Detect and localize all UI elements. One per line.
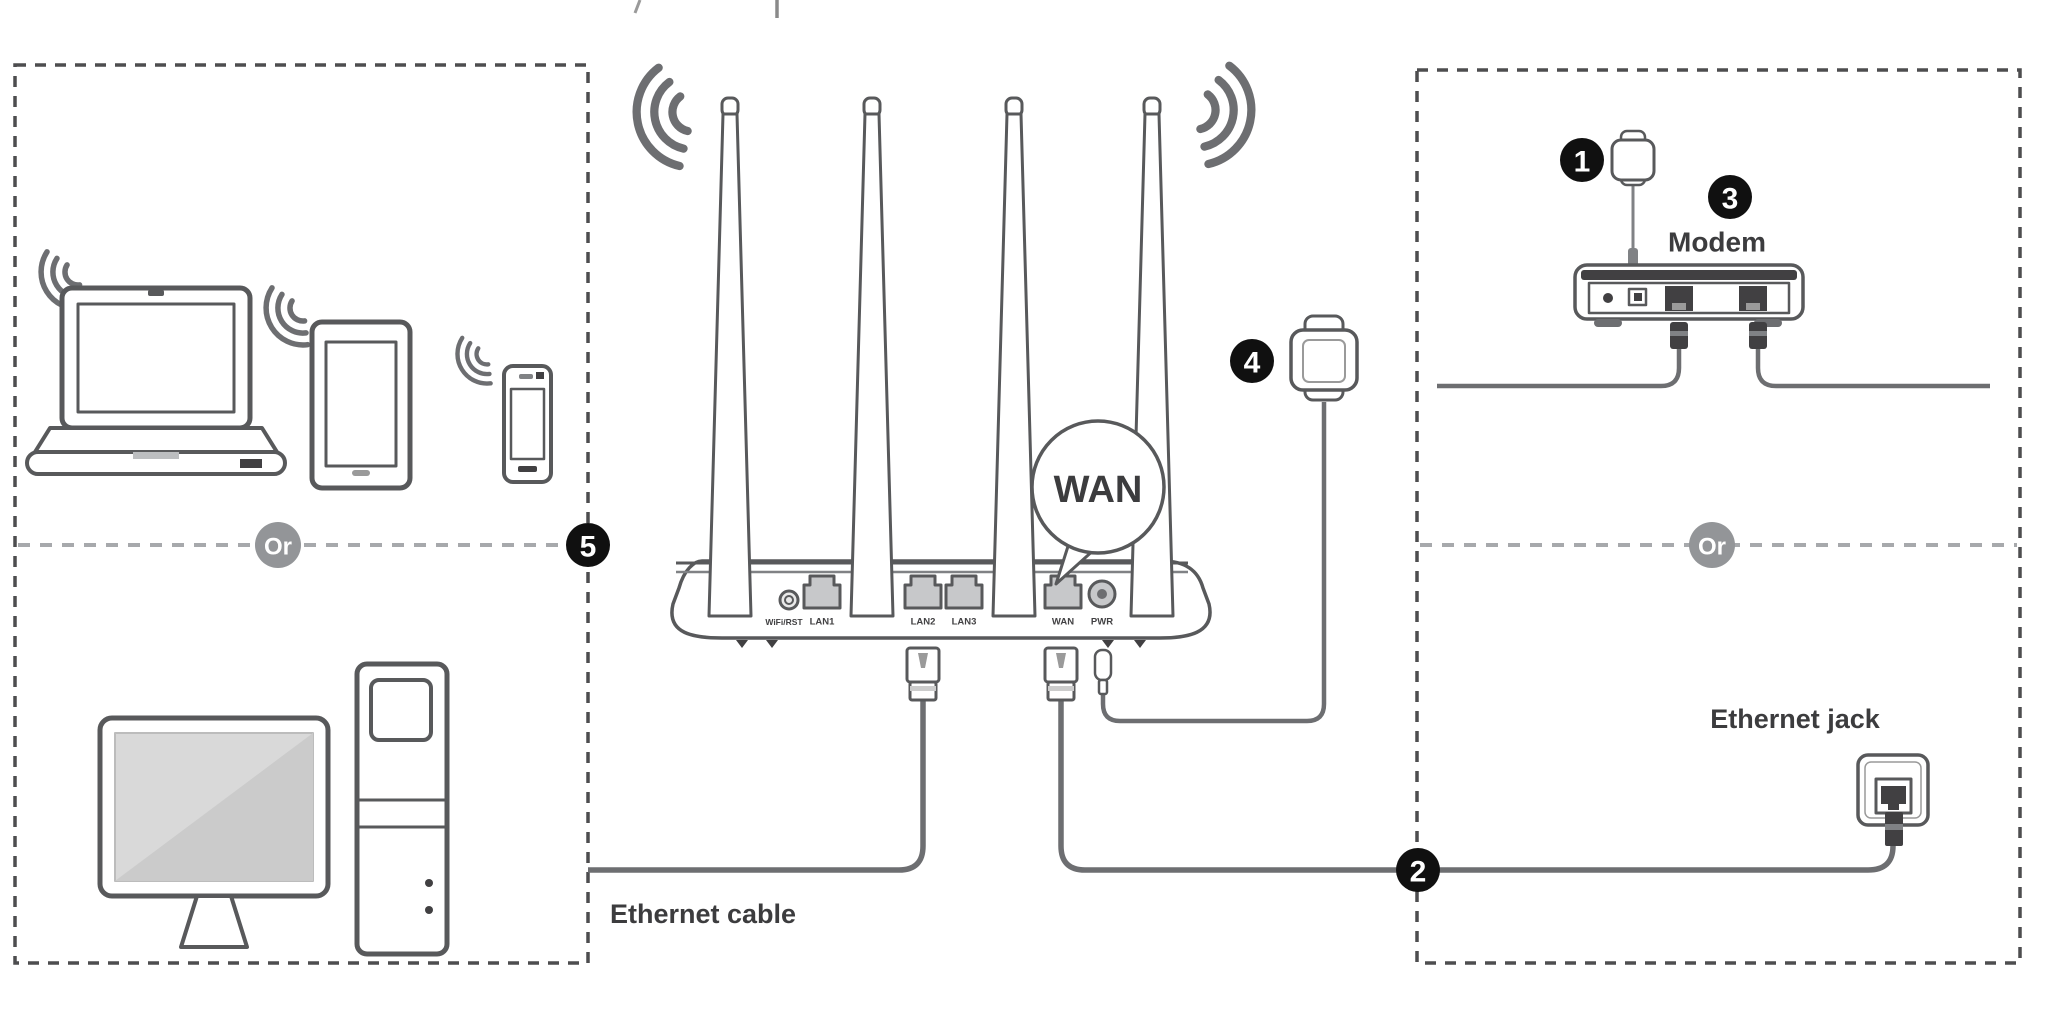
desktop-computer-group [97,661,450,957]
antenna-icon [991,96,1037,618]
monitor-icon [97,715,331,949]
router-feet [736,640,1146,648]
antenna-icon [707,96,753,618]
step-badge-3: 3 [1708,175,1752,219]
router-power-cable-line [1100,402,1327,724]
modem-group: Modem [1573,129,1805,349]
ethernet-plug-icon [905,646,941,702]
modem-label: Modem [1668,227,1766,258]
or-badge-right: Or [1689,522,1735,568]
lan2-port [903,574,943,610]
antenna-icon [849,96,895,618]
power-connector [1628,248,1638,266]
step-badge-label: 4 [1244,347,1261,380]
wan-port [1043,574,1083,610]
router-power-adapter-icon [1289,314,1359,402]
step-badge-1: 1 [1560,138,1604,182]
ethernet-jack-group: Ethernet jack [1710,704,1930,846]
tablet-icon [309,319,413,491]
wan-bubble-label: WAN [1054,469,1143,511]
port-label: LAN1 [810,617,836,628]
port-label: WiFi/RST [765,617,803,627]
wifi-waves-icon [627,65,694,173]
step-badge-4: 4 [1230,339,1274,383]
step-badge-2: 2 [1396,848,1440,892]
or-badge-label: Or [264,534,292,561]
cables-group [588,184,1990,873]
laptop-icon [25,285,287,476]
cropped-text-fragments [633,0,779,18]
wifi-waves-icon [254,283,316,356]
lan3-port [944,574,984,610]
modem-icon [1573,263,1805,327]
router-illustration: WiFi/RST LAN1 LAN2 LAN3 WAN PWR WAN [627,63,1261,702]
internet-source-box [1415,68,2022,965]
ethernet-jack-label: Ethernet jack [1710,704,1881,734]
smartphone-icon [502,364,553,484]
modem-power-adapter-icon [1610,129,1656,266]
power-plug-icon [1093,648,1113,696]
modem-lan-lead-line [1437,348,1682,389]
step-badge-label: 1 [1574,146,1591,179]
wifi-rst-button [778,589,800,611]
step-badge-label: 5 [580,531,597,564]
client-devices-box [13,63,590,965]
wireless-devices-group [25,247,553,491]
modem-line-lead-line [1755,348,1990,389]
step-badge-label: 3 [1722,183,1739,216]
wifi-waves-icon [448,334,498,393]
step-badge-label: 2 [1410,856,1427,889]
ethernet-cable-label: Ethernet cable [610,899,796,929]
lan1-port [802,574,842,610]
wan-ethernet-cable-line [1058,698,1896,873]
router-ports-group: WiFi/RST LAN1 LAN2 LAN3 WAN PWR [765,574,1117,628]
ethernet-plug-icon [1670,322,1688,349]
or-badge-left: Or [255,522,301,568]
client-devices-border [13,63,590,965]
ethernet-jack-icon [1856,753,1930,846]
step-badge-5: 5 [566,523,610,567]
port-label: WAN [1052,617,1074,628]
port-label: LAN2 [911,617,936,628]
port-label: LAN3 [952,617,977,628]
computer-tower-icon [354,661,450,957]
modem-power-button [1603,293,1613,303]
or-badge-label: Or [1698,534,1726,561]
wan-speech-bubble: WAN [1030,419,1166,586]
lan-ethernet-cable-line [588,698,926,873]
ethernet-plug-icon [1749,322,1767,349]
internet-source-border [1415,68,2022,965]
port-label: PWR [1091,617,1113,628]
ethernet-plug-icon [1043,646,1079,702]
wifi-waves-icon [1194,63,1261,171]
